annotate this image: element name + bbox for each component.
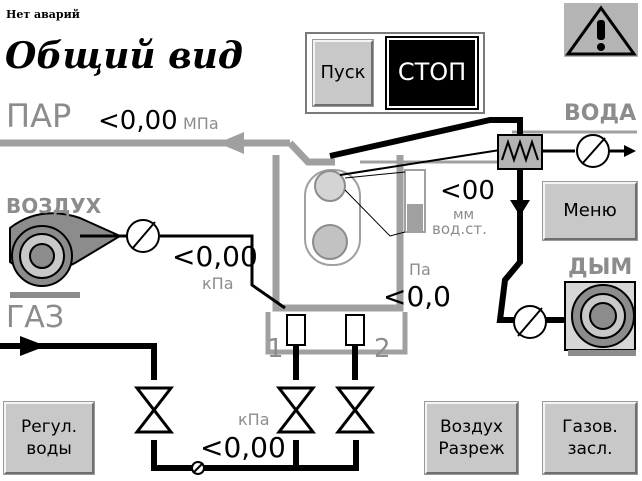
water-regulation-line1: Регул. xyxy=(21,416,77,437)
water-regulation-button[interactable]: Регул. воды xyxy=(4,402,94,474)
steam-pipe xyxy=(0,132,335,166)
gas-label: ГАЗ xyxy=(6,300,65,335)
gas-pressure-unit: кПа xyxy=(238,410,270,429)
gas-damper-line1: Газов. xyxy=(562,416,618,437)
menu-button[interactable]: Меню xyxy=(543,182,637,240)
boiler-drum xyxy=(304,169,361,266)
water-pipe xyxy=(329,117,630,176)
stop-button[interactable]: СТОП xyxy=(387,38,477,108)
smoke-fan xyxy=(564,281,636,356)
gas-pressure-valve xyxy=(191,461,205,475)
level-gauge xyxy=(344,169,426,237)
steam-pressure-unit: МПа xyxy=(183,114,219,133)
air-valve xyxy=(126,219,160,253)
air-pipe xyxy=(80,234,286,310)
gas-damper-line2: засл. xyxy=(567,439,613,459)
gas-valves xyxy=(133,386,376,434)
drum-level-unit-mm: мм xyxy=(453,207,475,223)
steam-label: ПАР xyxy=(6,97,72,135)
page-title: Общий вид xyxy=(5,35,243,77)
burners xyxy=(286,314,365,346)
air-pressure-unit: кПа xyxy=(202,274,234,293)
water-inlet-arrow xyxy=(624,145,636,157)
air-vacuum-button[interactable]: Воздух Разреж xyxy=(425,402,518,474)
burner-2-label: 2 xyxy=(374,334,391,364)
burner-1-label: 1 xyxy=(267,334,284,364)
start-button[interactable]: Пуск xyxy=(313,40,373,106)
economizer xyxy=(497,134,543,170)
air-fan xyxy=(9,212,123,298)
water-valve xyxy=(576,134,610,168)
drum-level-unit-water: вод.ст. xyxy=(432,220,487,238)
water-label: ВОДА xyxy=(564,101,637,126)
alarm-status-text: Нет аварий xyxy=(6,8,80,21)
air-pressure-value: <0,00 xyxy=(172,240,258,273)
alarm-warning-icon[interactable] xyxy=(562,1,640,59)
furnace-pressure-unit: Па xyxy=(409,260,431,279)
gas-pressure-value: <0,00 xyxy=(200,431,286,464)
steam-flow-arrow xyxy=(218,132,244,154)
air-vacuum-line2: Разреж xyxy=(438,439,505,459)
gas-damper-button[interactable]: Газов. засл. xyxy=(543,402,637,474)
boiler-casing xyxy=(265,155,408,355)
gas-pipe xyxy=(0,336,359,471)
drum-level-value: <00 xyxy=(440,176,495,206)
air-label: ВОЗДУХ xyxy=(6,194,102,218)
smoke-valve xyxy=(513,305,547,339)
smoke-label: ДЫМ xyxy=(568,255,633,280)
steam-pressure-value: <0,00 xyxy=(98,106,178,136)
water-regulation-line2: воды xyxy=(26,439,72,459)
start-stop-frame xyxy=(305,32,485,114)
air-vacuum-line1: Воздух xyxy=(440,416,503,437)
furnace-pressure-value: <0,0 xyxy=(383,280,451,313)
